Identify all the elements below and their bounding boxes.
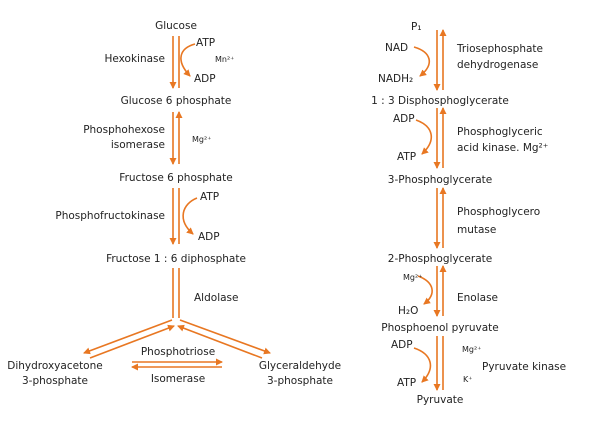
reaction-arrow-phosphofructokinase (169, 188, 198, 245)
cofactor-adp-2: ADP (198, 231, 220, 243)
metabolite-glyceraldehyde-line2: 3-phosphate (267, 375, 333, 387)
cofactor-mg-1: Mg²⁺ (192, 135, 211, 144)
metabolite-glucose: Glucose (155, 20, 197, 32)
cofactor-adp-3: ADP (393, 113, 415, 125)
reaction-arrow-pyruvate-kinase (413, 336, 444, 391)
enzyme-triosephosphate-dehydrogenase-line1: Triosephosphate (456, 43, 543, 55)
cofactor-adp-1: ADP (194, 73, 216, 85)
left-pathway: Glucose Hexokinase ATP Mn²⁺ ADP Glucose … (7, 20, 341, 387)
enzyme-aldolase: Aldolase (194, 292, 238, 304)
cofactor-nad: NAD (385, 42, 408, 54)
cofactor-atp-4: ATP (397, 377, 416, 389)
reaction-arrow-phosphoglyceromutase (433, 187, 447, 249)
enzyme-enolase: Enolase (457, 292, 498, 304)
metabolite-1-3-diphosphoglycerate: 1 : 3 Disphosphoglycerate (371, 95, 509, 107)
enzyme-phosphohexose-isomerase-line1: Phosphohexose (83, 124, 165, 136)
metabolite-2-phosphoglycerate: 2-Phosphoglycerate (388, 253, 492, 265)
reaction-arrow-triosephosphate-dehydrogenase (413, 29, 447, 91)
enzyme-triosephosphate-dehydrogenase-line2: dehydrogenase (457, 59, 538, 71)
cofactor-mn: Mn²⁺ (215, 55, 234, 64)
cofactor-mg-3: Mg²⁺ (462, 345, 481, 354)
cofactor-k: K⁺ (463, 375, 472, 384)
metabolite-phosphoenol-pyruvate: Phosphoenol pyruvate (381, 322, 499, 334)
cofactor-atp-2: ATP (200, 191, 219, 203)
metabolite-dihydroxyacetone-line1: Dihydroxyacetone (7, 360, 102, 372)
metabolite-fructose-1-6-diphosphate: Fructose 1 : 6 diphosphate (106, 253, 246, 265)
right-pathway: P₁ NAD NADH₂ Triosephosphate dehydrogena… (371, 21, 566, 406)
cofactor-h2o: H₂O (398, 305, 418, 317)
enzyme-phosphohexose-isomerase-line2: isomerase (111, 139, 165, 151)
enzyme-phosphoglyceromutase-line2: mutase (457, 224, 496, 236)
reaction-arrow-aldolase (83, 268, 271, 359)
cofactor-mg-2: Mg²⁺ (403, 273, 422, 282)
enzyme-phosphoglyceric-kinase-line2: acid kinase. Mg²⁺ (457, 142, 548, 154)
cofactor-pi: P₁ (411, 21, 422, 33)
metabolite-glucose-6-phosphate: Glucose 6 phosphate (121, 95, 232, 107)
cofactor-adp-4: ADP (391, 339, 413, 351)
metabolite-dihydroxyacetone-line2: 3-phosphate (22, 375, 88, 387)
enzyme-phosphoglyceromutase-line1: Phosphoglycero (457, 206, 540, 218)
reaction-arrow-isomerase (169, 111, 183, 165)
reaction-arrow-enolase (417, 265, 447, 317)
cofactor-atp-1: ATP (196, 37, 215, 49)
enzyme-phosphotriose-isomerase-line2: Isomerase (151, 373, 205, 385)
metabolite-3-phosphoglycerate: 3-Phosphoglycerate (388, 174, 492, 186)
metabolite-pyruvate: Pyruvate (417, 394, 464, 406)
enzyme-pyruvate-kinase: Pyruvate kinase (482, 361, 566, 373)
enzyme-phosphotriose-isomerase-line1: Phosphotriose (141, 346, 215, 358)
enzyme-hexokinase: Hexokinase (104, 53, 165, 65)
reaction-arrow-triose-isomerase (131, 358, 223, 371)
metabolite-fructose-6-phosphate: Fructose 6 phosphate (119, 172, 232, 184)
metabolite-glyceraldehyde-line1: Glyceraldehyde (259, 360, 341, 372)
cofactor-nadh2: NADH₂ (378, 73, 413, 85)
cofactor-atp-3: ATP (397, 151, 416, 163)
reaction-arrow-hexokinase (169, 36, 196, 89)
enzyme-phosphoglyceric-kinase-line1: Phosphoglyceric (457, 126, 543, 138)
enzyme-phosphofructokinase: Phosphofructokinase (55, 210, 165, 222)
reaction-arrow-phosphoglyceric-kinase (415, 107, 447, 169)
